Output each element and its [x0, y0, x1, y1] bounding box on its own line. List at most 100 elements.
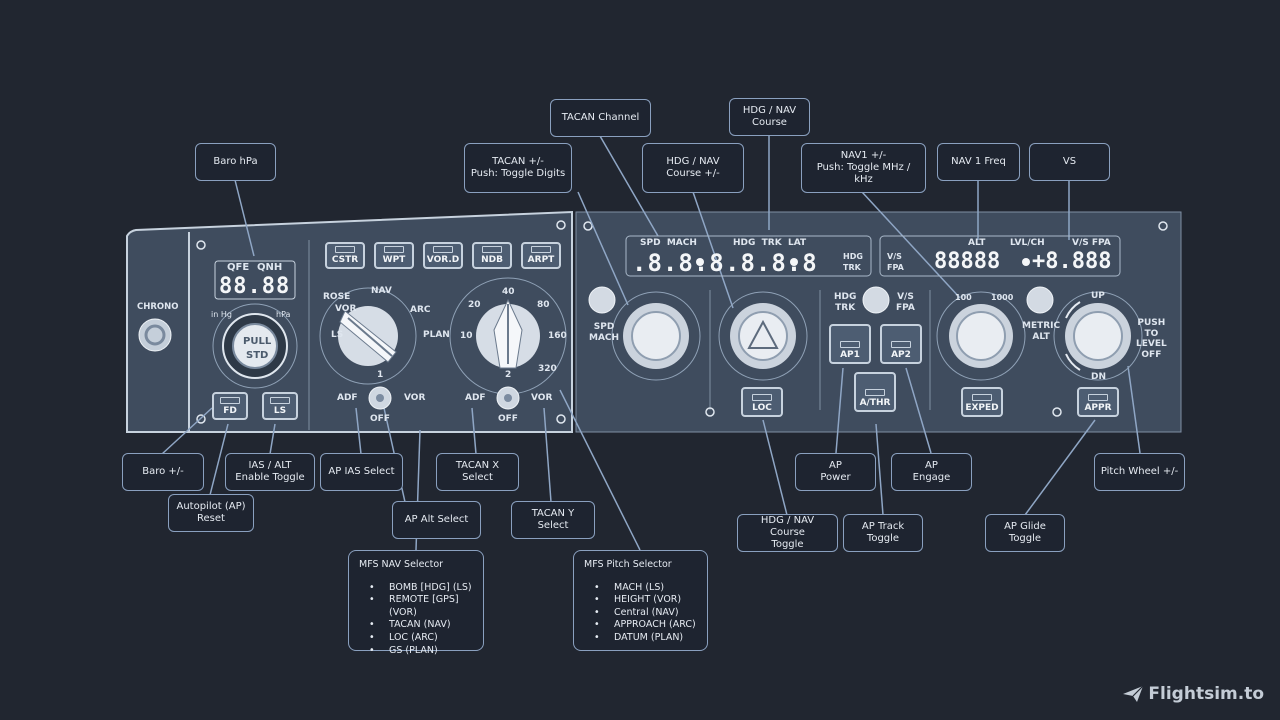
baro-display: 88.88: [219, 274, 291, 299]
vs-up-label: UP: [1091, 291, 1105, 301]
nd-mode-arc: ARC: [410, 305, 431, 315]
vs-dn-label: DN: [1091, 372, 1107, 382]
alt-managed-dot: [1022, 258, 1030, 266]
nd-mode-nav: NAV: [371, 286, 392, 296]
vs-small-label: V/S: [887, 252, 902, 261]
nd-mode-vor: VOR: [335, 304, 357, 314]
nd-mode-plan: PLAN: [423, 330, 450, 340]
nd-range-knob: [476, 298, 540, 369]
ls-button[interactable]: LS: [262, 392, 298, 420]
range-40: 40: [502, 287, 515, 297]
callout-hdg-nav-course: HDG / NAV Course: [729, 98, 810, 136]
hdg-trk-switch-label: HDG TRK: [834, 292, 857, 313]
cstr-button[interactable]: CSTR: [325, 242, 365, 269]
nd-mode-ls: LS: [331, 330, 344, 340]
range-10: 10: [460, 331, 473, 341]
vs-display: +8.888: [1032, 249, 1112, 274]
range-320: 320: [538, 364, 557, 374]
nd-mode-rose: ROSE: [323, 292, 351, 302]
callout-ap-track-toggle: AP Track Toggle: [843, 514, 923, 552]
callout-ap-glide-toggle: AP Glide Toggle: [985, 514, 1065, 552]
range-80: 80: [537, 300, 550, 310]
range-160: 160: [548, 331, 567, 341]
fpa-small-label: FPA: [887, 263, 904, 272]
adf2-label: ADF: [465, 393, 486, 403]
callout-ias-alt-enable: IAS / ALT Enable Toggle: [225, 453, 315, 491]
std-label[interactable]: STD: [246, 350, 269, 361]
list-item: LOC (ARC): [369, 632, 473, 645]
callout-ap-power: AP Power: [795, 453, 876, 491]
mfs-pitch-selector-box: MFS Pitch Selector MACH (LS) HEIGHT (VOR…: [573, 550, 708, 651]
lvl-ch-header: LVL/CH: [1010, 238, 1045, 248]
pull-label[interactable]: PULL: [243, 336, 272, 347]
adf1-label: ADF: [337, 393, 358, 403]
ap1-button[interactable]: AP1: [829, 324, 871, 364]
list-item: HEIGHT (VOR): [594, 594, 697, 607]
callout-tacan-y-select: TACAN Y Select: [511, 501, 595, 539]
callout-baro-pm: Baro +/-: [122, 453, 204, 491]
callout-hdg-nav-course-pm: HDG / NAV Course +/-: [642, 143, 744, 193]
hpa-label: hPa: [276, 310, 291, 319]
mfs-pitch-title: MFS Pitch Selector: [584, 559, 672, 570]
hdg-managed-dot: [790, 258, 798, 266]
vs-fpa-header: V/S FPA: [1072, 238, 1111, 248]
exped-button[interactable]: EXPED: [961, 387, 1003, 417]
list-item: BOMB [HDG] (LS): [369, 582, 473, 595]
metric-alt-label: METRIC ALT: [1022, 321, 1061, 342]
spd-managed-dot: [696, 258, 704, 266]
callout-ap-engage: AP Engage: [891, 453, 972, 491]
trk-small-label: TRK: [843, 263, 861, 272]
chrono-label: CHRONO: [137, 302, 179, 312]
vor2-label: VOR: [531, 393, 553, 403]
fd-button[interactable]: FD: [212, 392, 248, 420]
qfe-label: QFE: [227, 262, 250, 273]
flightsim-logo: Flightsim.to: [1122, 684, 1264, 704]
in-hg-label: in Hg: [211, 310, 232, 319]
vor1-label: VOR: [404, 393, 426, 403]
arpt-button[interactable]: ARPT: [521, 242, 561, 269]
list-item: APPROACH (ARC): [594, 619, 697, 632]
athr-button[interactable]: A/THR: [854, 372, 896, 412]
alt-scale-1000: 1000: [991, 293, 1014, 302]
brand-name: Flightsim.to: [1148, 684, 1264, 704]
paper-plane-icon: [1123, 685, 1144, 702]
one-label: 1: [377, 370, 384, 380]
vord-button[interactable]: VOR.D: [423, 242, 463, 269]
alt-display: 88888: [934, 249, 1001, 274]
callout-baro-hpa: Baro hPa: [195, 143, 276, 181]
qnh-label: QNH: [257, 262, 283, 273]
spd-mach-button-label: SPD MACH: [589, 322, 620, 343]
mfs-nav-title: MFS NAV Selector: [359, 559, 444, 570]
spd-mach-header: SPD MACH: [640, 238, 697, 248]
list-item: GS (PLAN): [369, 645, 473, 658]
callout-tacan-x-select: TACAN X Select: [436, 453, 519, 491]
loc-button[interactable]: LOC: [741, 387, 783, 417]
hdg-trk-lat-header: HDG TRK LAT: [733, 238, 807, 248]
hdg-small-label: HDG: [843, 252, 863, 261]
list-item: Central (NAV): [594, 607, 697, 620]
ndb-button[interactable]: NDB: [472, 242, 512, 269]
callout-hdg-nav-course-toggle: HDG / NAV Course Toggle: [737, 514, 838, 552]
wpt-button[interactable]: WPT: [374, 242, 414, 269]
two-label: 2: [505, 370, 512, 380]
hdg-display: .8.8.8: [725, 249, 818, 277]
appr-button[interactable]: APPR: [1077, 387, 1119, 417]
off2-label: OFF: [498, 414, 518, 424]
spd-display: .8.8.8: [632, 249, 725, 277]
callout-autopilot-reset: Autopilot (AP) Reset: [168, 494, 254, 532]
callout-tacan-plus-minus: TACAN +/- Push: Toggle Digits: [464, 143, 572, 193]
ap2-button[interactable]: AP2: [880, 324, 922, 364]
callout-nav1-pm: NAV1 +/- Push: Toggle MHz / kHz: [801, 143, 926, 193]
list-item: DATUM (PLAN): [594, 632, 697, 645]
callout-ap-ias-select: AP IAS Select: [320, 453, 403, 491]
callout-nav1-freq: NAV 1 Freq: [937, 143, 1020, 181]
list-item: MACH (LS): [594, 582, 697, 595]
vs-fpa-switch-label: V/S FPA: [896, 292, 915, 313]
off1-label: OFF: [370, 414, 390, 424]
list-item: REMOTE [GPS] (VOR): [369, 594, 473, 619]
range-20: 20: [468, 300, 481, 310]
callout-vs: VS: [1029, 143, 1110, 181]
list-item: TACAN (NAV): [369, 619, 473, 632]
callout-pitch-wheel: Pitch Wheel +/-: [1094, 453, 1185, 491]
callout-tacan-channel: TACAN Channel: [550, 99, 651, 137]
